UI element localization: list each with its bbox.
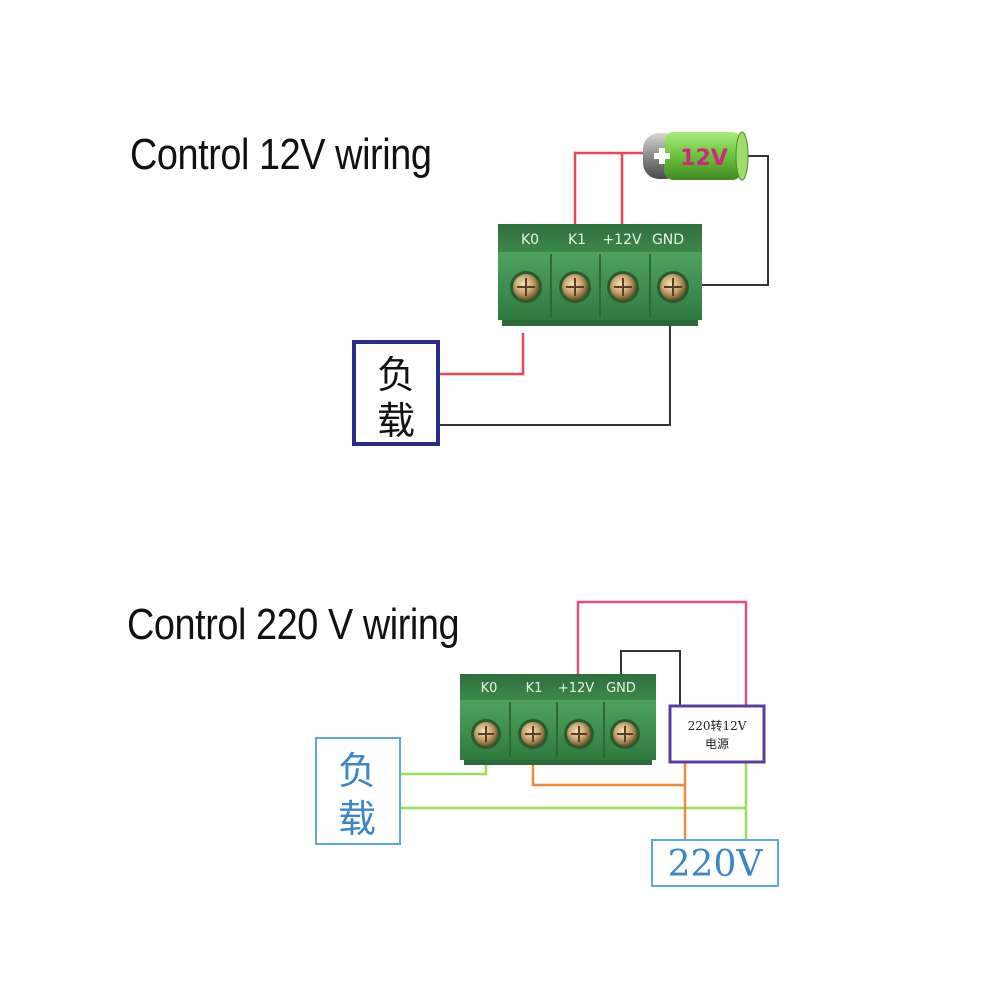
terminal-label-12v: +12V: [602, 232, 642, 248]
wire-k0-to-load: [440, 333, 525, 376]
terminal-label-k1: K1: [526, 681, 543, 696]
wire-gnd-to-psu: [620, 650, 681, 706]
screw-icon: [607, 271, 639, 303]
mains-voltage-label: 220V: [668, 844, 764, 885]
screw-icon: [510, 271, 542, 303]
psu-box: 220转12V 电源: [668, 704, 766, 764]
diagram-12v: 12V K0 K1 +12V GND 负 载: [352, 131, 769, 446]
psu-label-line2: 电源: [705, 737, 729, 751]
load-char-1: 负: [338, 749, 376, 793]
psu-label-line1: 220转12V: [688, 718, 747, 733]
load-box-12v: 负 载: [352, 340, 440, 446]
diagram-220v: K0 K1 +12V GND 220转12V 电源 负 载 220V: [315, 600, 779, 887]
title-12v-wiring: Control 12V wiring: [130, 130, 432, 179]
battery-voltage-label: 12V: [680, 146, 728, 171]
wire-gnd-to-load: [440, 293, 671, 426]
screw-icon: [610, 719, 640, 749]
load-char-1: 负: [377, 353, 415, 397]
terminal-label-k0: K0: [521, 232, 539, 248]
load-char-2: 载: [377, 399, 415, 443]
wire-plus12v-to-psu: [576, 600, 748, 706]
screw-icon: [657, 271, 689, 303]
terminal-block-220v: K0 K1 +12V GND: [460, 674, 656, 765]
wire-k1-to-battery-plus: [573, 151, 643, 226]
wire-k1-to-mains: [531, 758, 687, 840]
terminal-block-12v: K0 K1 +12V GND: [498, 224, 702, 326]
load-char-2: 载: [338, 797, 376, 841]
wire-battery-to-gnd: [690, 155, 769, 286]
terminal-label-12v: +12V: [558, 681, 594, 696]
terminal-label-gnd: GND: [606, 681, 636, 696]
terminal-label-k0: K0: [481, 681, 498, 696]
terminal-label-k1: K1: [568, 232, 586, 248]
screw-icon: [559, 271, 591, 303]
load-box-220v: 负 载: [315, 737, 401, 845]
title-220v-wiring: Control 220 V wiring: [127, 600, 460, 649]
terminal-label-gnd: GND: [652, 232, 684, 248]
screw-icon: [564, 719, 594, 749]
screw-icon: [518, 719, 548, 749]
mains-box: 220V: [651, 839, 779, 887]
battery-icon: 12V: [643, 131, 749, 181]
screw-icon: [471, 719, 501, 749]
